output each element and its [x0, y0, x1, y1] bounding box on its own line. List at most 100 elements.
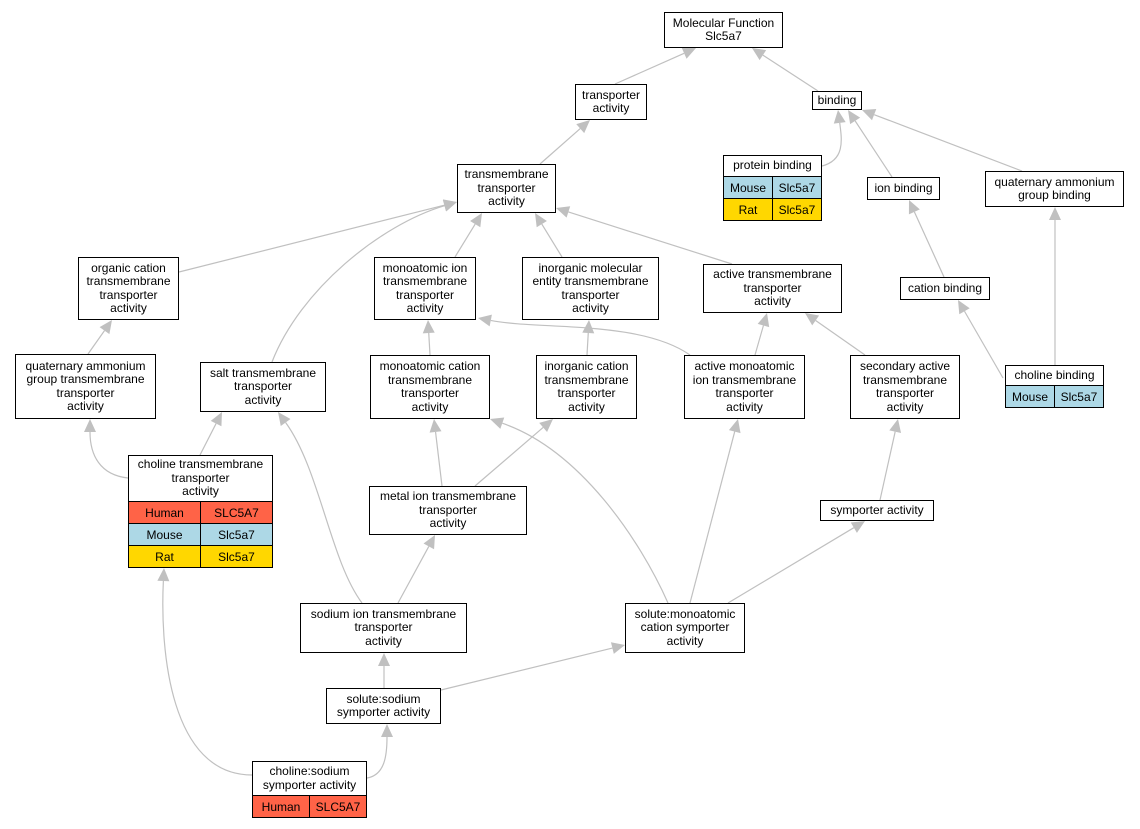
gene-cell: SLC5A7 [309, 796, 366, 817]
go-term-node-active-tm[interactable]: active transmembrane transporter activit… [703, 264, 842, 313]
edge-solute-monoatomic-to-monoatomic-cation [502, 422, 669, 604]
edge-solute-sodium-to-solute-monoatomic [440, 647, 613, 691]
go-term-node-qa-group-tm[interactable]: quaternary ammonium group transmembrane … [15, 354, 156, 419]
edge-metal-ion-to-inorganic-cation [474, 427, 544, 487]
edge-monoatomic-cation-to-monoatomic-ion-line [428, 332, 431, 356]
edge-solute-monoatomic-to-monoatomic-cation-line [502, 422, 669, 604]
go-term-node-ion-binding[interactable]: ion binding [867, 177, 940, 200]
edge-solute-monoatomic-to-monoatomic-cation-arrowhead [490, 417, 505, 429]
edge-secondary-active-to-active-tm [815, 319, 866, 356]
edge-symporter-to-secondary-active [879, 431, 896, 501]
species-cell: Human [261, 799, 301, 814]
edge-inorganic-molecular-to-tm-transporter-arrowhead [535, 213, 547, 228]
go-term-node-tm-transporter[interactable]: transmembrane transporter activity [457, 164, 556, 213]
edge-salt-tm-to-tm-transporter [271, 205, 445, 363]
edge-protein-binding-to-binding-line [821, 122, 842, 167]
go-term-label: choline transmembrane transporter activi… [137, 457, 264, 499]
go-term-node-choline-tm[interactable]: choline transmembrane transporter activi… [128, 455, 273, 568]
species-cell: Mouse [729, 180, 767, 195]
edge-organic-cation-to-tm-transporter [178, 204, 445, 273]
edge-choline-sodium-to-solute-sodium-line [366, 736, 388, 779]
go-term-node-organic-cation[interactable]: organic cation transmembrane transporter… [78, 257, 179, 320]
go-term-node-active-monoatomic[interactable]: active monoatomic ion transmembrane tran… [684, 355, 805, 419]
go-term-label: monoatomic cation transmembrane transpor… [379, 359, 481, 414]
edge-inorganic-cation-to-inorganic-molecular [586, 332, 589, 356]
edge-cation-binding-to-ion-binding-arrowhead [908, 200, 920, 215]
go-term-label: solute:monoatomic cation symporter activ… [634, 606, 736, 648]
go-term-node-salt-tm[interactable]: salt transmembrane transporter activity [200, 362, 326, 412]
go-term-node-solute-monoatomic[interactable]: solute:monoatomic cation symporter activ… [625, 603, 745, 653]
edge-choline-binding-to-cation-binding-arrowhead [958, 300, 970, 315]
go-term-label: binding [817, 92, 857, 107]
annotation-row-human: Human SLC5A7 [253, 795, 366, 817]
go-term-label: solute:sodium symporter activity [336, 691, 431, 719]
edge-solute-sodium-to-solute-monoatomic-arrowhead [610, 642, 625, 654]
edge-active-tm-to-tm-transporter [568, 211, 733, 265]
go-term-node-inorganic-cation[interactable]: inorganic cation transmembrane transport… [536, 355, 637, 419]
go-term-node-cation-binding[interactable]: cation binding [900, 277, 990, 300]
annotation-row-rat: Rat Slc5a7 [129, 545, 272, 567]
edge-monoatomic-ion-to-tm-transporter [454, 223, 476, 258]
go-term-label: active transmembrane transporter activit… [713, 267, 832, 309]
edge-metal-ion-to-inorganic-cation-arrowhead [539, 419, 553, 433]
go-term-node-transporter[interactable]: transporter activity [575, 84, 647, 120]
go-term-node-secondary-active[interactable]: secondary active transmembrane transport… [850, 355, 960, 419]
edge-active-monoatomic-to-active-tm-arrowhead [757, 313, 770, 328]
edge-secondary-active-to-active-tm-arrowhead [805, 313, 820, 326]
go-term-label: inorganic molecular entity transmembrane… [532, 260, 649, 315]
go-term-label: ion binding [874, 180, 933, 195]
edge-binding-to-mf-arrowhead [752, 48, 767, 61]
edge-solute-sodium-to-solute-monoatomic-line [440, 647, 613, 691]
edge-symporter-to-secondary-active-line [879, 431, 896, 501]
gene-cell: Slc5a7 [772, 177, 821, 198]
go-term-label: active monoatomic ion transmembrane tran… [692, 359, 797, 414]
edge-inorganic-cation-to-inorganic-molecular-line [586, 332, 589, 356]
edge-qa-group-tm-to-organic-cation [87, 330, 105, 355]
edge-metal-ion-to-monoatomic-cation-arrowhead [429, 419, 442, 433]
go-term-node-monoatomic-ion[interactable]: monoatomic ion transmembrane transporter… [374, 257, 476, 320]
edge-choline-sodium-to-choline-tm [162, 580, 253, 776]
go-term-label: secondary active transmembrane transport… [859, 359, 951, 414]
go-term-label: quaternary ammonium group transmembrane … [25, 358, 146, 413]
edge-protein-binding-to-binding [821, 122, 842, 167]
go-term-label: protein binding [733, 158, 812, 173]
species-cell: Human [145, 505, 184, 520]
edge-tm-transporter-to-transporter [539, 128, 581, 165]
go-term-node-inorganic-molecular[interactable]: inorganic molecular entity transmembrane… [522, 257, 659, 320]
gene-cell: Slc5a7 [200, 546, 272, 567]
gene-cell: Slc5a7 [200, 524, 272, 545]
go-term-node-sodium-ion[interactable]: sodium ion transmembrane transporter act… [300, 603, 467, 653]
species-cell: Rat [155, 549, 174, 564]
edge-organic-cation-to-tm-transporter-line [178, 204, 445, 273]
edge-sodium-ion-to-salt-tm-line [285, 422, 363, 604]
edge-choline-sodium-to-choline-tm-arrowhead [157, 568, 170, 582]
edge-inorganic-cation-to-inorganic-molecular-arrowhead [582, 320, 595, 334]
species-cell: Rat [738, 202, 758, 217]
edge-binding-to-mf-line [762, 54, 819, 92]
edge-choline-sodium-to-solute-sodium-arrowhead [381, 724, 393, 737]
edge-solute-monoatomic-to-active-monoatomic-line [689, 431, 736, 604]
go-term-label: quaternary ammonium group binding [994, 174, 1115, 202]
edge-monoatomic-ion-to-tm-transporter-line [454, 223, 476, 258]
go-term-label: transporter activity [581, 87, 641, 115]
go-term-node-binding[interactable]: binding [812, 91, 862, 110]
go-term-node-qa-binding[interactable]: quaternary ammonium group binding [985, 171, 1124, 207]
edge-choline-tm-to-qa-group-tm-arrowhead [84, 419, 96, 432]
go-term-node-symporter[interactable]: symporter activity [820, 500, 934, 521]
edge-salt-tm-to-tm-transporter-arrowhead [442, 199, 457, 212]
go-term-node-metal-ion[interactable]: metal ion transmembrane transporter acti… [369, 486, 527, 535]
go-term-node-monoatomic-cation[interactable]: monoatomic cation transmembrane transpor… [370, 355, 490, 419]
edge-solute-monoatomic-to-symporter [727, 527, 855, 604]
edge-choline-sodium-to-solute-sodium [366, 736, 388, 779]
edge-choline-sodium-to-choline-tm-line [162, 580, 253, 776]
edge-choline-binding-to-cation-binding [963, 310, 1004, 379]
go-term-node-solute-sodium[interactable]: solute:sodium symporter activity [326, 688, 441, 724]
edge-choline-binding-to-cation-binding-line [963, 310, 1004, 379]
go-term-node-mf[interactable]: Molecular Function Slc5a7 [664, 12, 783, 48]
